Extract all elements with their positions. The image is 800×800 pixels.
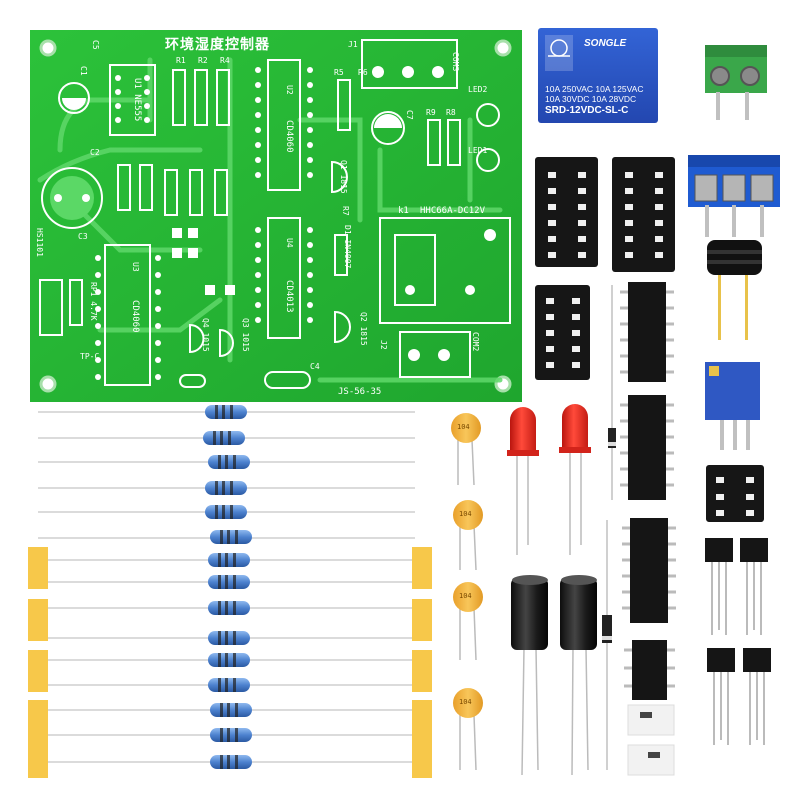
ceramic-capacitor (451, 413, 483, 771)
songle-relay (538, 28, 658, 123)
humidity-sensor (707, 240, 762, 340)
header-connector (627, 704, 675, 776)
green-screw-terminal (705, 45, 767, 120)
resistor-strip (28, 405, 432, 778)
blue-screw-terminal (688, 155, 780, 237)
ic-chip (620, 282, 676, 700)
electrolytic-capacitor (511, 575, 597, 776)
pcb-board (30, 30, 522, 402)
red-led (507, 404, 591, 555)
transistor (705, 538, 771, 745)
trimmer-potentiometer (705, 362, 760, 450)
diode (602, 285, 616, 770)
